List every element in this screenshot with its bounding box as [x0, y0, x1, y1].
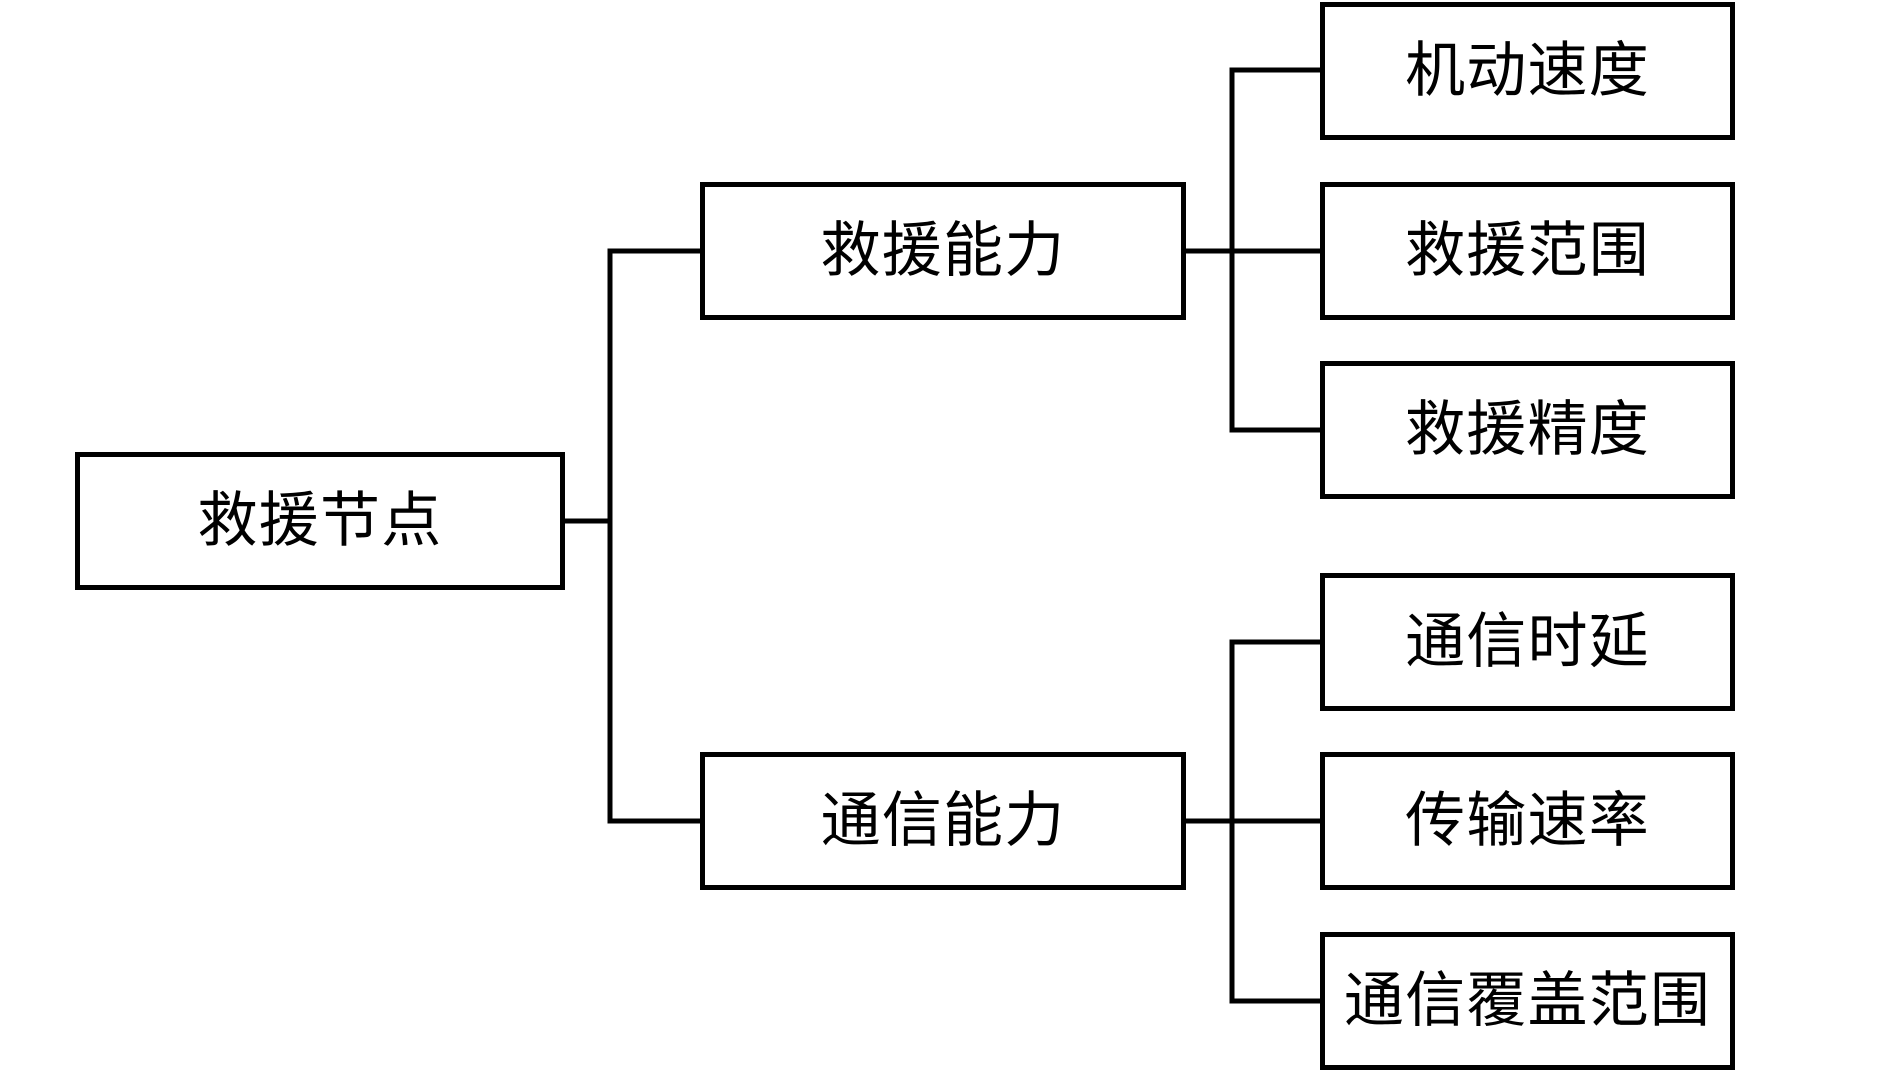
node-maneuver-speed[interactable]: 机动速度	[1320, 2, 1735, 140]
node-label-communication-capability: 通信能力	[820, 788, 1066, 854]
node-communication-capability[interactable]: 通信能力	[700, 752, 1186, 890]
node-rescue-range[interactable]: 救援范围	[1320, 182, 1735, 320]
node-label-communication-latency: 通信时延	[1405, 609, 1650, 675]
node-rescue-capability[interactable]: 救援能力	[700, 182, 1186, 320]
node-rescue-accuracy[interactable]: 救援精度	[1320, 361, 1735, 499]
node-label-communication-coverage: 通信覆盖范围	[1343, 968, 1712, 1034]
node-label-rescue-range: 救援范围	[1405, 218, 1650, 284]
node-communication-coverage[interactable]: 通信覆盖范围	[1320, 932, 1735, 1070]
node-label-rescue-capability: 救援能力	[820, 218, 1066, 284]
node-label-transmission-rate: 传输速率	[1405, 788, 1650, 854]
node-rescue-node[interactable]: 救援节点	[75, 452, 565, 590]
node-label-rescue-node: 救援节点	[197, 488, 443, 554]
node-label-maneuver-speed: 机动速度	[1405, 38, 1650, 104]
node-transmission-rate[interactable]: 传输速率	[1320, 752, 1735, 890]
node-label-rescue-accuracy: 救援精度	[1405, 397, 1650, 463]
node-communication-latency[interactable]: 通信时延	[1320, 573, 1735, 711]
